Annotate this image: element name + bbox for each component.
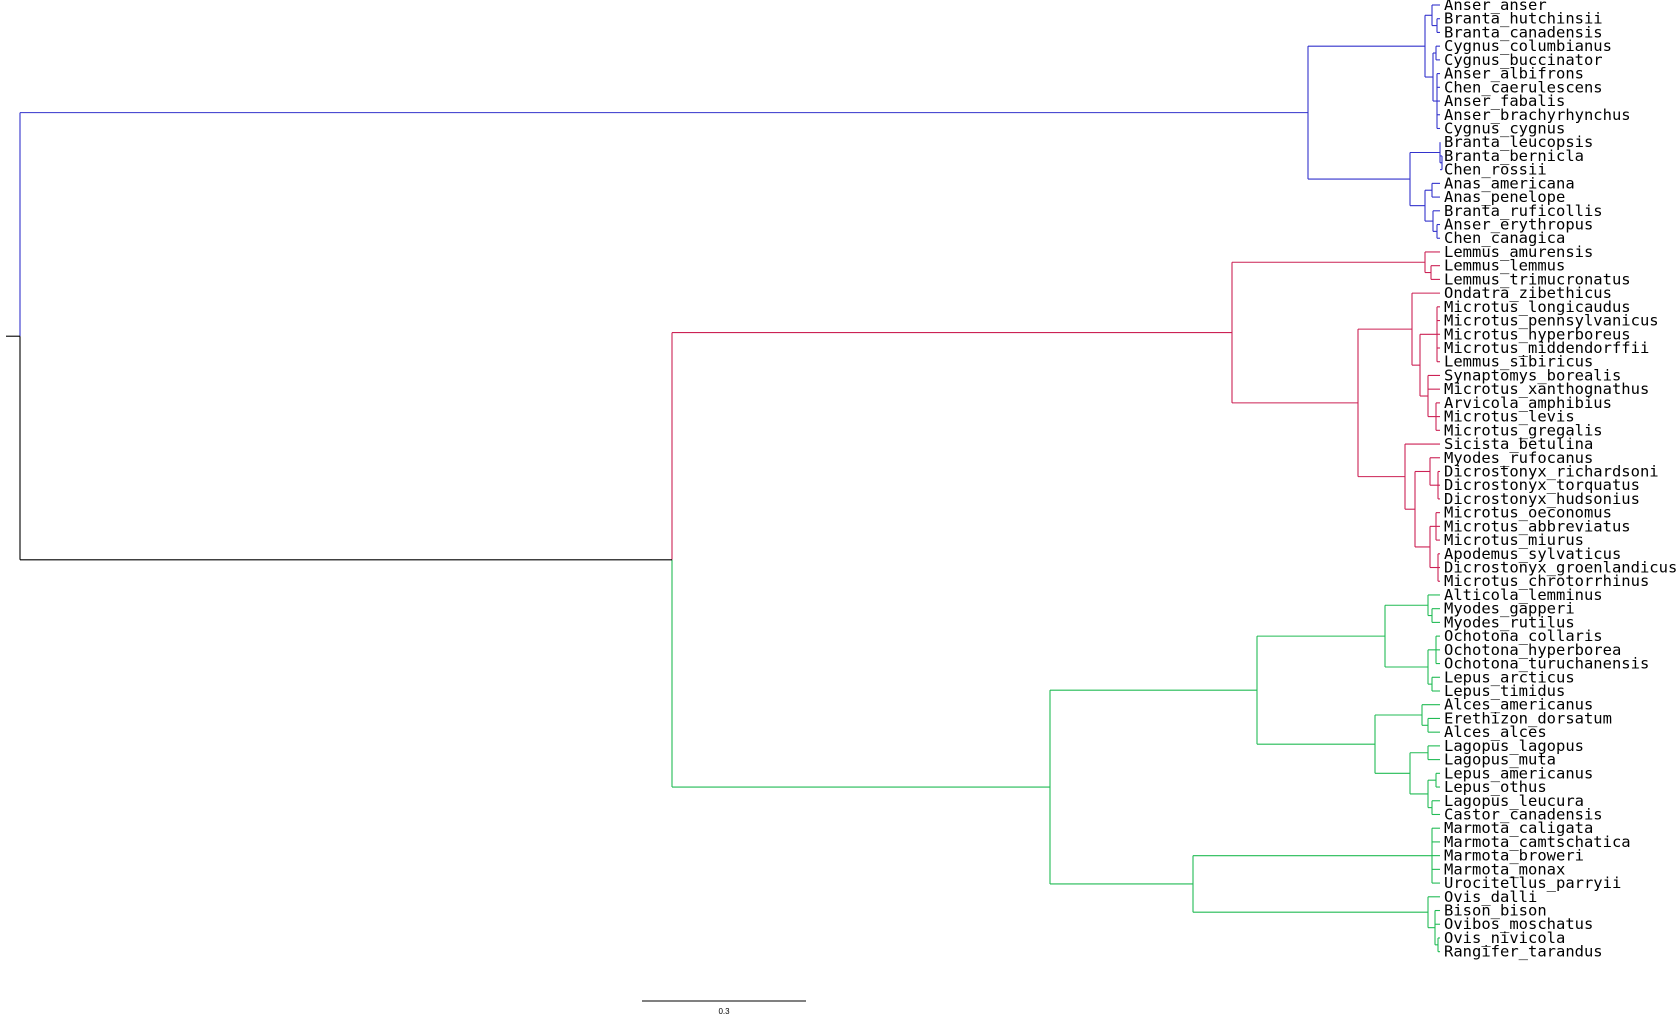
tip-label: Alces_alces [1444,723,1547,741]
tip-label: Chen_canagica [1444,229,1565,247]
tip-label: Lemmus_trimucronatus [1444,270,1631,288]
tree-branches [6,4,1443,953]
scale-bar: 0.3 [642,1000,806,1016]
tip-label: Urocitellus_parryii [1444,874,1621,892]
tip-label: Arvicola_amphibius [1444,394,1612,412]
tip-label: Anser_fabalis [1444,92,1565,110]
tip-label: Lepus_timidus [1444,682,1565,700]
tip-label: Ochotona_turuchanensis [1444,655,1649,673]
tip-label: Lemmus_lemmus [1444,257,1565,275]
tip-label: Microtus_oeconomus [1444,504,1612,522]
tip-label: Marmota_caligata [1444,819,1593,837]
tip-label: Branta_ruficollis [1444,202,1603,220]
tip-label: Bison_bison [1444,902,1547,920]
tip-label: Chen_rossii [1444,161,1547,179]
tip-label: Microtus_middendorffii [1444,339,1649,357]
tip-label: Ondatra_zibethicus [1444,284,1612,302]
tip-label: Microtus_xanthognathus [1444,380,1649,398]
tip-label: Lemmus_amurensis [1444,243,1593,261]
tip-label: Apodemus_sylvaticus [1444,545,1621,563]
tip-label: Lagopus_lagopus [1444,737,1584,755]
tip-label: Microtus_levis [1444,408,1575,426]
tip-label: Marmota_monax [1444,860,1565,878]
tip-label: Erethizon_dorsatum [1444,709,1612,727]
tip-label: Dicrostonyx_torquatus [1444,476,1640,494]
tip-label: Lepus_arcticus [1444,668,1575,686]
tip-label: Lagopus_muta [1444,751,1556,769]
tip-labels: Anser_anserBranta_hutchinsiiBranta_canad… [1444,0,1677,961]
tip-label: Lepus_americanus [1444,764,1593,782]
tip-label: Myodes_gapperi [1444,600,1575,618]
tip-label: Branta_bernicla [1444,147,1584,165]
tip-label: Synaptomys_borealis [1444,366,1621,384]
tip-label: Myodes_rufocanus [1444,449,1593,467]
tip-label: Anas_americana [1444,174,1575,192]
tip-label: Alticola_lemminus [1444,586,1603,604]
tip-label: Branta_leucopsis [1444,133,1593,151]
tip-label: Microtus_abbreviatus [1444,517,1631,535]
tip-label: Branta_canadensis [1444,23,1603,41]
tip-label: Ovis_dalli [1444,888,1537,906]
tip-label: Ochotona_hyperborea [1444,641,1621,659]
tip-label: Microtus_pennsylvanicus [1444,312,1659,330]
tip-label: Ovis_nivicola [1444,929,1565,947]
tip-label: Castor_canadensis [1444,805,1603,823]
tip-label: Rangifer_tarandus [1444,943,1603,961]
tip-label: Cygnus_cygnus [1444,119,1565,137]
tip-label: Lagopus_leucura [1444,792,1584,810]
tip-label: Microtus_miurus [1444,531,1584,549]
tip-label: Marmota_broweri [1444,847,1584,865]
tip-label: Lemmus_sibiricus [1444,353,1593,371]
tip-label: Anser_brachyrhynchus [1444,106,1631,124]
tip-label: Ovibos_moschatus [1444,915,1593,933]
tip-label: Microtus_hyperboreus [1444,325,1631,343]
tip-label: Branta_hutchinsii [1444,10,1603,28]
scale-bar-label: 0.3 [718,1007,730,1016]
tip-label: Cygnus_buccinator [1444,51,1603,69]
tip-label: Cygnus_columbianus [1444,37,1612,55]
tip-label: Dicrostonyx_hudsonius [1444,490,1640,508]
tip-label: Anas_penelope [1444,188,1565,206]
tip-label: Dicrostonyx_richardsoni [1444,462,1659,480]
tip-label: Lepus_othus [1444,778,1547,796]
tip-label: Dicrostonyx_groenlandicus [1444,559,1677,577]
tip-label: Microtus_gregalis [1444,421,1603,439]
tip-label: Alces_americanus [1444,696,1593,714]
tip-label: Anser_albifrons [1444,65,1584,83]
tip-label: Marmota_camtschatica [1444,833,1631,851]
tip-label: Sicista_betulina [1444,435,1593,453]
tip-label: Anser_anser [1444,0,1547,14]
tip-label: Myodes_rutilus [1444,613,1575,631]
tip-label: Microtus_longicaudus [1444,298,1631,316]
tip-label: Chen_caerulescens [1444,78,1603,96]
tip-label: Anser_erythropus [1444,216,1593,234]
tip-label: Ochotona_collaris [1444,627,1603,645]
tip-label: Microtus_chrotorrhinus [1444,572,1649,590]
